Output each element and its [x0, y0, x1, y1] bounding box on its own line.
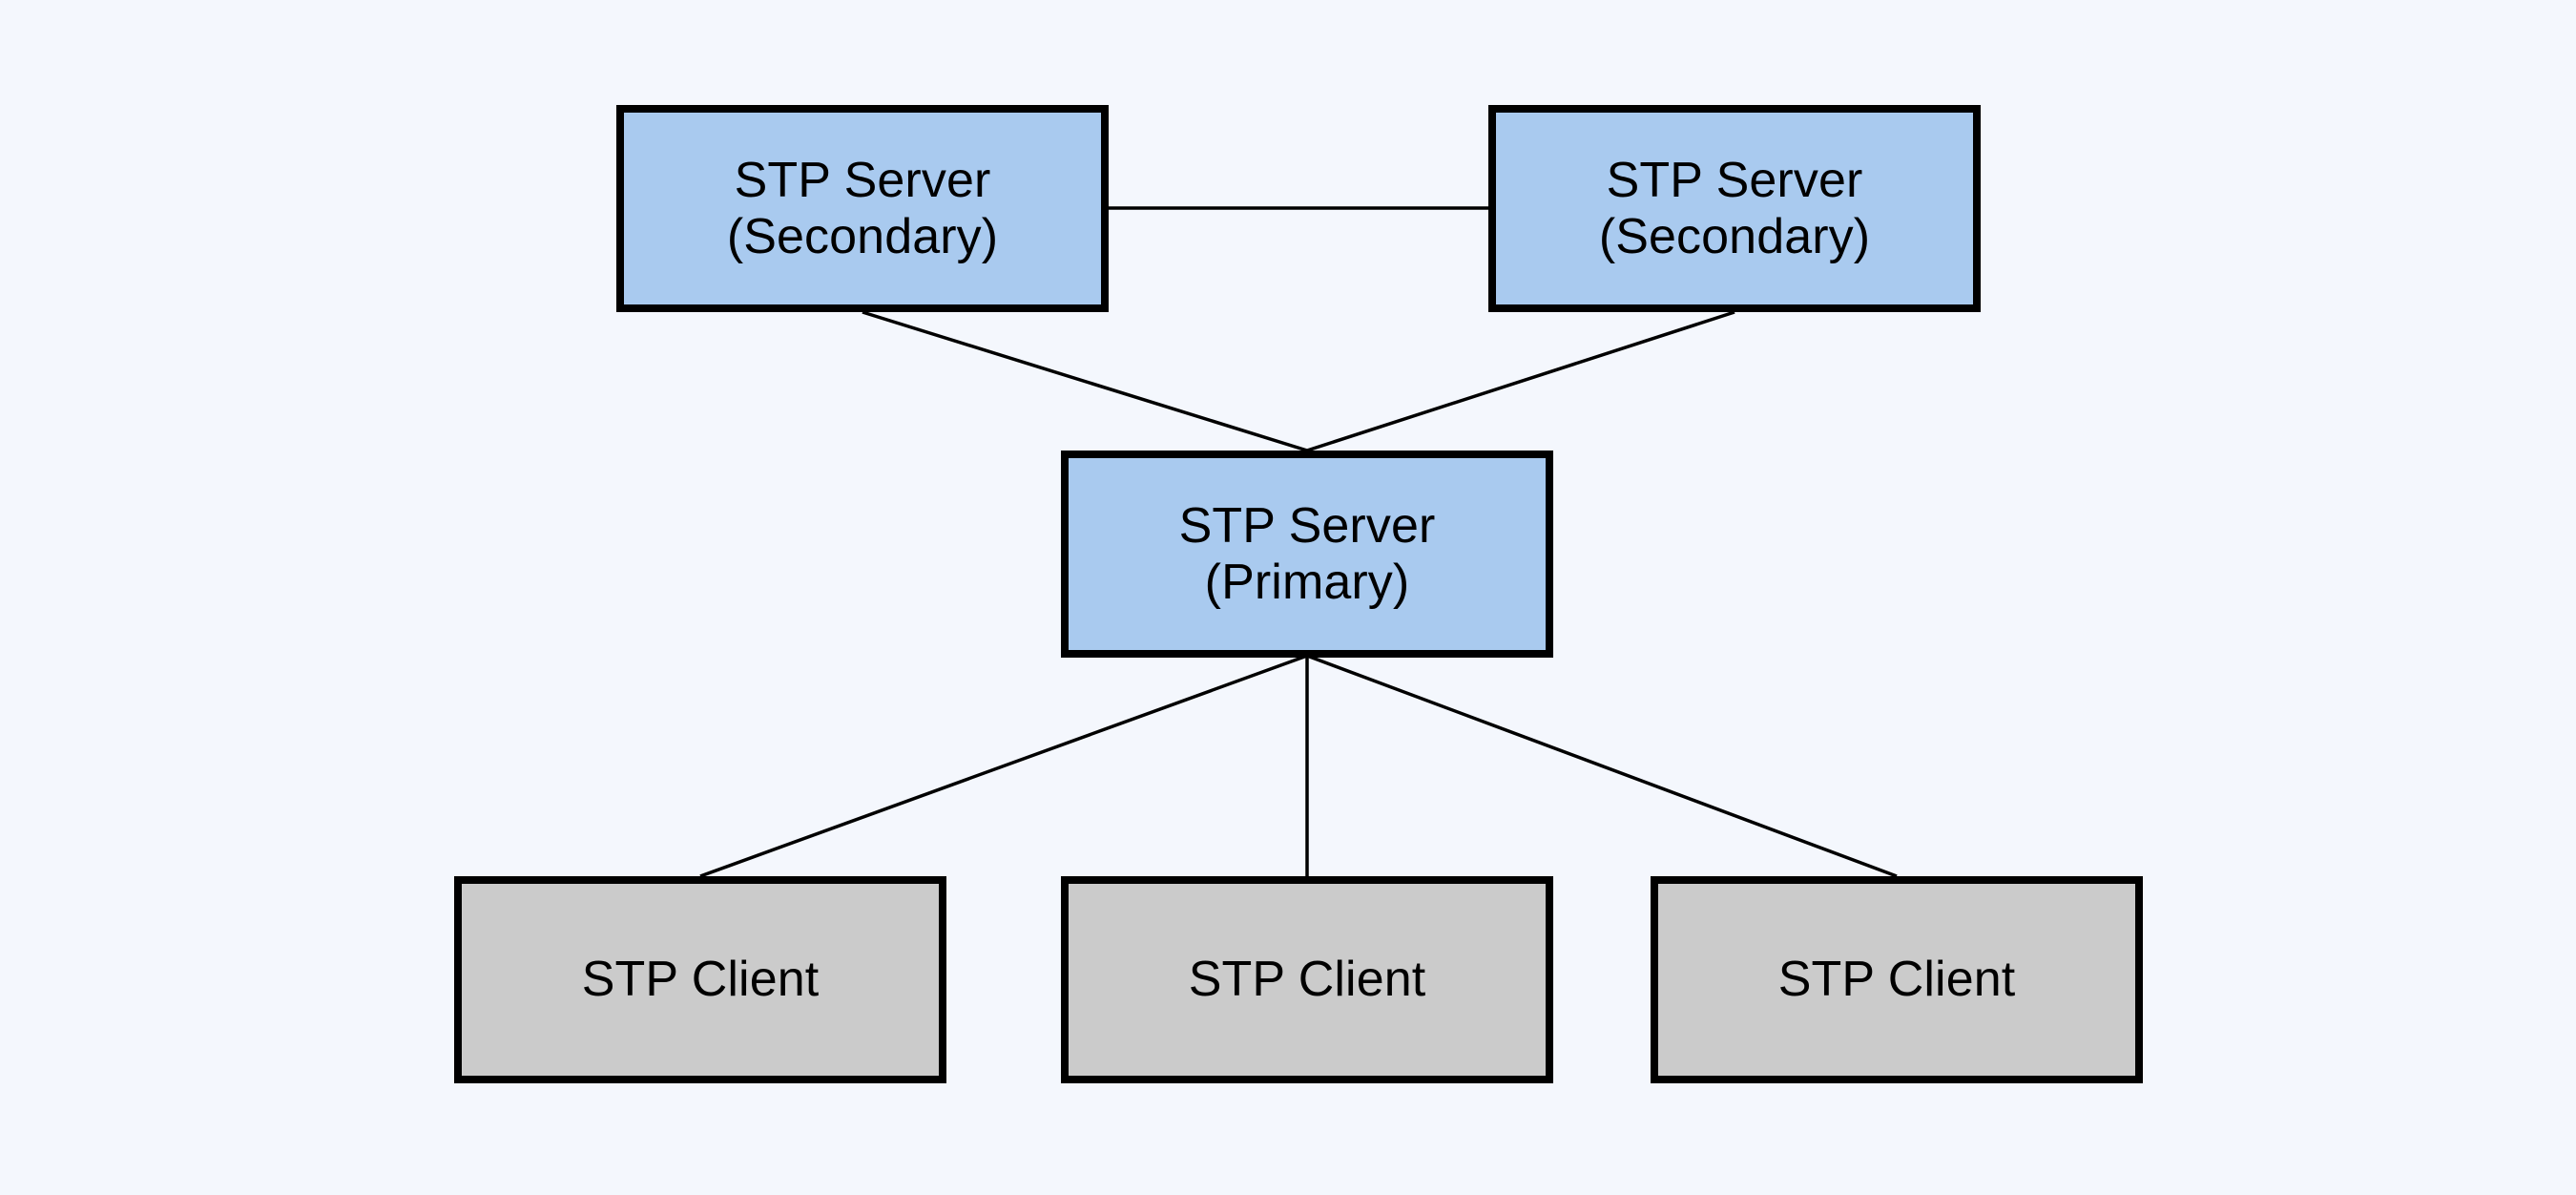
- node-label: STP Client: [581, 952, 820, 1008]
- node-label: STP Client: [1188, 952, 1426, 1008]
- node-label: STP Server (Secondary): [1598, 152, 1871, 264]
- edge-primary-client1: [699, 654, 1308, 878]
- edge-secright-primary: [1306, 310, 1735, 452]
- node-stp-client-3[interactable]: STP Client: [1651, 876, 2143, 1083]
- node-stp-server-primary[interactable]: STP Server (Primary): [1061, 451, 1553, 658]
- edge-secleft-primary: [862, 310, 1308, 452]
- node-stp-server-secondary-right[interactable]: STP Server (Secondary): [1488, 105, 1981, 312]
- node-stp-server-secondary-left[interactable]: STP Server (Secondary): [616, 105, 1109, 312]
- node-label: STP Client: [1777, 952, 2016, 1008]
- node-label: STP Server (Primary): [1178, 497, 1436, 610]
- node-label: STP Server (Secondary): [726, 152, 999, 264]
- edge-primary-client3: [1306, 654, 1898, 878]
- node-stp-client-2[interactable]: STP Client: [1061, 876, 1553, 1083]
- node-stp-client-1[interactable]: STP Client: [454, 876, 946, 1083]
